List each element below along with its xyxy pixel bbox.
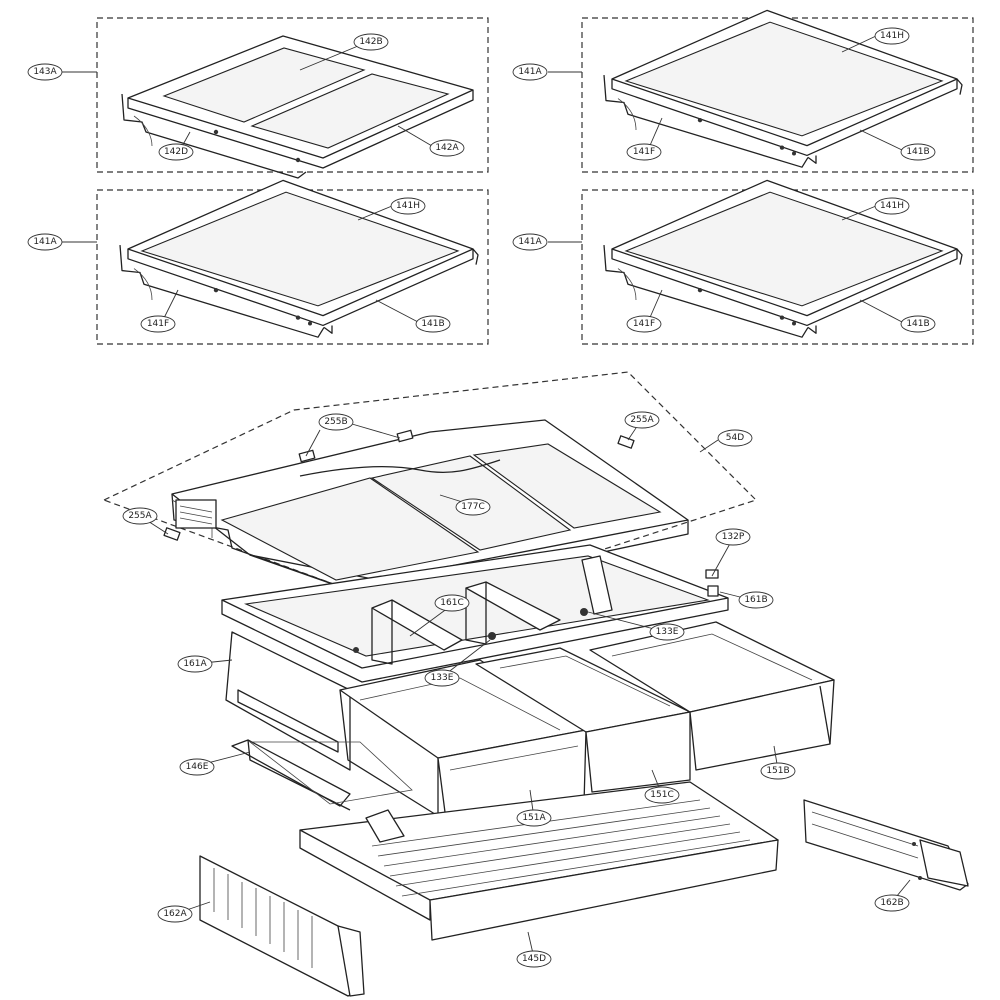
svg-text:151C: 151C [650, 790, 673, 800]
callout-142d: 142D [158, 143, 194, 161]
callout-141a-middle-left: 141A [27, 233, 63, 251]
svg-text:151B: 151B [766, 766, 789, 776]
svg-text:162B: 162B [880, 898, 903, 908]
svg-text:145D: 145D [522, 954, 546, 964]
callout-161a: 161A [177, 655, 213, 673]
tray-ribs [371, 799, 751, 897]
side-cover-slots [213, 868, 313, 968]
callout-141b-middle-left: 141B [415, 315, 451, 333]
svg-text:133E: 133E [656, 627, 679, 637]
left-side-rail [225, 631, 351, 771]
svg-text:141H: 141H [880, 201, 904, 211]
svg-text:54D: 54D [726, 433, 744, 443]
callout-151b: 151B [760, 762, 796, 780]
svg-text:146E: 146E [186, 762, 209, 772]
callout-146e: 146E [179, 758, 215, 776]
callout-133e-right: 133E [649, 623, 685, 641]
callout-161b: 161B [738, 591, 774, 609]
svg-text:142A: 142A [435, 143, 459, 153]
callout-145d: 145D [516, 950, 552, 968]
svg-text:143A: 143A [33, 67, 57, 77]
side-cover-right [803, 799, 969, 891]
callout-255b: 255B [318, 413, 354, 431]
callout-142b: 142B [353, 33, 389, 51]
svg-text:141A: 141A [518, 67, 542, 77]
drawer-151a [339, 659, 587, 821]
clip-255a-right [617, 435, 635, 449]
svg-text:141F: 141F [147, 319, 169, 329]
callout-141b-middle-right: 141B [900, 315, 936, 333]
callout-132p: 132P [715, 528, 751, 546]
svg-text:177C: 177C [461, 502, 484, 512]
callout-141a-middle-right: 141A [512, 233, 548, 251]
svg-text:141B: 141B [906, 319, 929, 329]
callout-162a: 162A [157, 905, 193, 923]
svg-text:255A: 255A [128, 511, 152, 521]
svg-text:141B: 141B [906, 147, 929, 157]
side-cover-left [199, 855, 365, 997]
svg-text:141H: 141H [396, 201, 420, 211]
svg-text:142D: 142D [164, 147, 188, 157]
drawer-151c [475, 647, 691, 793]
svg-text:141F: 141F [633, 319, 655, 329]
svg-text:255A: 255A [630, 415, 654, 425]
callout-151a: 151A [516, 809, 552, 827]
svg-text:141A: 141A [33, 237, 57, 247]
callout-141b-top-right: 141B [900, 143, 936, 161]
crisper-cover-assembly [103, 371, 758, 613]
shelf-assembly-141a-middle-right [581, 179, 974, 345]
callout-133e-left: 133E [424, 669, 460, 687]
svg-text:141B: 141B [421, 319, 444, 329]
svg-text:142B: 142B [359, 37, 382, 47]
shelf-assembly-143a [96, 17, 489, 179]
svg-text:161A: 161A [183, 659, 207, 669]
callout-142a: 142A [429, 139, 465, 157]
svg-text:141A: 141A [518, 237, 542, 247]
callout-141a-top-right: 141A [512, 63, 548, 81]
svg-text:132P: 132P [722, 532, 745, 542]
callout-161c: 161C [434, 594, 470, 612]
callout-141h-middle-right: 141H [874, 197, 910, 215]
svg-text:141H: 141H [880, 31, 904, 41]
svg-text:161C: 161C [440, 598, 463, 608]
svg-text:141F: 141F [633, 147, 655, 157]
svg-text:151A: 151A [522, 813, 546, 823]
clip-255a-left [163, 527, 181, 541]
svg-text:133E: 133E [431, 673, 454, 683]
drawer-frame-assembly [221, 544, 729, 683]
shelf-assembly-141a-middle-left [96, 179, 489, 345]
svg-text:161B: 161B [744, 595, 767, 605]
callout-151c: 151C [644, 786, 680, 804]
callout-54d: 54D [717, 429, 753, 447]
leader-lines [62, 35, 911, 959]
svg-text:162A: 162A [163, 909, 187, 919]
bottom-tray [299, 781, 779, 941]
callout-141f-middle-right: 141F [626, 315, 662, 333]
cover-vent-grille [175, 499, 217, 529]
callout-141f-top-right: 141F [626, 143, 662, 161]
callout-141h-middle-left: 141H [390, 197, 426, 215]
callout-162b: 162B [874, 894, 910, 912]
callout-143a: 143A [27, 63, 63, 81]
svg-text:255B: 255B [324, 417, 347, 427]
callout-177c: 177C [455, 498, 491, 516]
drawer-151b [589, 621, 835, 771]
callout-141h-top-right: 141H [874, 27, 910, 45]
callout-141f-middle-left: 141F [140, 315, 176, 333]
callout-255a-left: 255A [122, 507, 158, 525]
clip-255b-left [298, 449, 316, 463]
callout-255a-right: 255A [624, 411, 660, 429]
shelf-assembly-141a-top [581, 9, 974, 173]
slide-rail [231, 739, 413, 811]
